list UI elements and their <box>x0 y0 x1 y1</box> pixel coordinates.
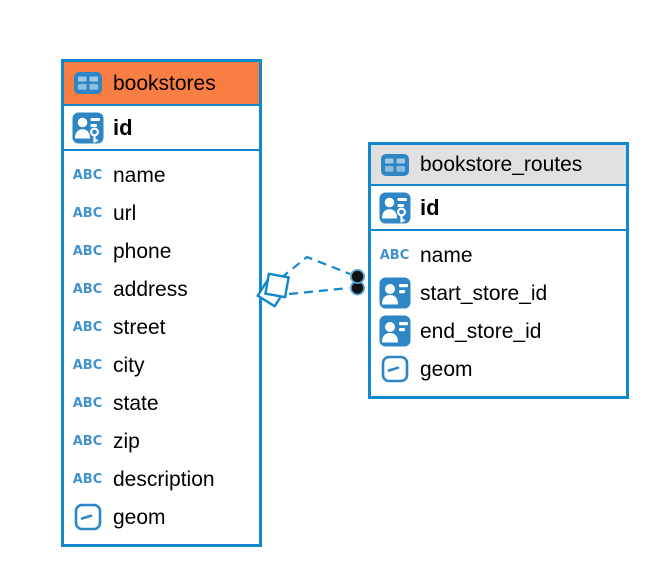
column-name: name <box>113 163 166 187</box>
geometry-type-icon <box>378 355 411 383</box>
text-type-icon: ABC <box>72 281 103 297</box>
column-name: id <box>113 114 133 140</box>
table-icon <box>378 153 411 177</box>
text-type-icon: ABC <box>72 433 103 449</box>
relationship-diamond-icon[interactable] <box>256 272 290 308</box>
entity-title: bookstores <box>113 71 216 95</box>
column-row[interactable]: ABC name <box>64 156 259 194</box>
person-column-icon <box>378 315 411 347</box>
person-key-icon <box>378 192 411 224</box>
column-name: phone <box>113 239 172 263</box>
column-row[interactable]: id <box>371 186 626 229</box>
primary-key-section: id <box>64 106 259 151</box>
column-name: address <box>113 277 188 301</box>
text-type-icon: ABC <box>72 395 103 411</box>
person-key-icon <box>71 112 104 144</box>
column-name: state <box>113 391 159 415</box>
column-name: end_store_id <box>420 319 542 343</box>
relationship-line[interactable] <box>280 255 351 279</box>
column-name: geom <box>420 357 473 381</box>
column-name: name <box>420 243 473 267</box>
column-row[interactable]: ABC phone <box>64 232 259 270</box>
geometry-type-icon <box>71 503 104 531</box>
column-row[interactable]: ABC description <box>64 460 259 498</box>
relationship-endpoint-dot[interactable] <box>349 268 365 296</box>
column-name: street <box>113 315 166 339</box>
relationship-line[interactable] <box>288 286 350 296</box>
column-row[interactable]: end_store_id <box>371 312 626 350</box>
entity-header-bookstores[interactable]: bookstores <box>64 62 259 106</box>
column-row[interactable]: ABC name <box>371 236 626 274</box>
entity-header-bookstore-routes[interactable]: bookstore_routes <box>371 145 626 186</box>
text-type-icon: ABC <box>379 247 410 263</box>
table-icon <box>71 71 104 95</box>
column-row[interactable]: ABC street <box>64 308 259 346</box>
text-type-icon: ABC <box>72 167 103 183</box>
column-row[interactable]: start_store_id <box>371 274 626 312</box>
text-type-icon: ABC <box>72 205 103 221</box>
columns-section: ABC name ABC url ABC phone ABC address A… <box>64 151 259 542</box>
entity-bookstore-routes[interactable]: bookstore_routes id ABC name start_store… <box>368 142 629 399</box>
person-column-icon <box>378 277 411 309</box>
column-name: url <box>113 201 137 225</box>
columns-section: ABC name start_store_id end_store_id geo… <box>371 231 626 394</box>
column-name: geom <box>113 505 166 529</box>
column-row[interactable]: geom <box>371 350 626 388</box>
column-name: start_store_id <box>420 281 548 305</box>
text-type-icon: ABC <box>72 243 103 259</box>
column-row[interactable]: ABC city <box>64 346 259 384</box>
column-name: city <box>113 353 145 377</box>
column-row[interactable]: ABC address <box>64 270 259 308</box>
text-type-icon: ABC <box>72 319 103 335</box>
primary-key-section: id <box>371 186 626 231</box>
column-row[interactable]: id <box>64 106 259 149</box>
column-row[interactable]: ABC url <box>64 194 259 232</box>
text-type-icon: ABC <box>72 471 103 487</box>
column-name: id <box>420 194 440 220</box>
column-name: description <box>113 467 215 491</box>
column-row[interactable]: ABC zip <box>64 422 259 460</box>
entity-bookstores[interactable]: bookstores id ABC name ABC url ABC phone… <box>61 59 262 547</box>
text-type-icon: ABC <box>72 357 103 373</box>
column-row[interactable]: geom <box>64 498 259 536</box>
column-row[interactable]: ABC state <box>64 384 259 422</box>
entity-title: bookstore_routes <box>420 153 583 176</box>
column-name: zip <box>113 429 140 453</box>
